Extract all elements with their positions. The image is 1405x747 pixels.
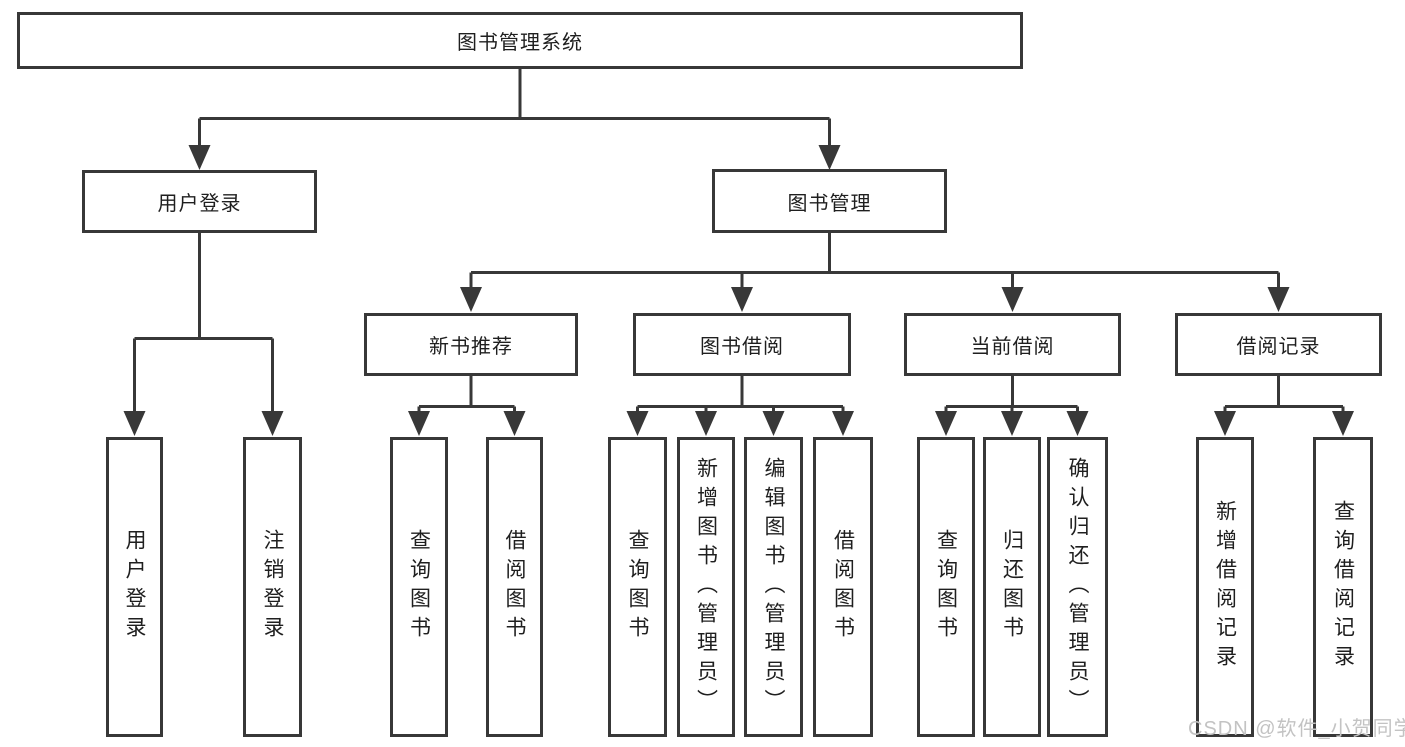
- arrowheads-new-book-branch: [408, 411, 526, 436]
- leaf-add-borrow-record: 新增借阅记录: [1196, 437, 1254, 737]
- leaf-query-books-borrow: 查询图书: [608, 437, 667, 737]
- leaf-query-books-borrow-label: 查询图书: [626, 529, 649, 645]
- leaf-edit-book-admin-label: 编辑图书（管理员）: [762, 456, 785, 718]
- arrowheads-level2: [188, 145, 841, 170]
- leaf-query-books-recommend: 查询图书: [390, 437, 448, 737]
- leaf-query-books-recommend-label: 查询图书: [407, 529, 431, 645]
- leaf-logout: 注销登录: [243, 437, 302, 737]
- node-current-borrow: 当前借阅: [904, 313, 1121, 376]
- arrowheads-borrow-records-branch: [1214, 411, 1354, 436]
- leaf-add-book-admin-label: 新增图书（管理员）: [694, 456, 718, 718]
- node-user-login: 用户登录: [82, 170, 317, 233]
- arrowheads-book-borrow-branch: [626, 411, 854, 436]
- connector-root-to-level2: [198, 67, 831, 151]
- connector-new-book-branch: [417, 374, 516, 417]
- leaf-query-borrow-record: 查询借阅记录: [1313, 437, 1373, 737]
- node-book-borrow: 图书借阅: [633, 313, 851, 376]
- connector-book-mgmt-branch: [469, 231, 1280, 293]
- leaf-borrow-books-recommend: 借阅图书: [486, 437, 543, 737]
- leaf-add-borrow-record-label: 新增借阅记录: [1213, 500, 1237, 674]
- connector-current-borrow-branch: [944, 374, 1079, 417]
- connector-book-borrow-branch: [636, 374, 845, 417]
- arrowheads-current-borrow-branch: [935, 411, 1089, 436]
- leaf-query-books-current: 查询图书: [917, 437, 975, 737]
- node-new-book-recommend: 新书推荐: [364, 313, 578, 376]
- node-book-management: 图书管理: [712, 169, 947, 233]
- leaf-confirm-return-admin-label: 确认归还（管理员）: [1066, 456, 1089, 718]
- connector-borrow-records-branch: [1223, 374, 1345, 417]
- node-library-system: 图书管理系统: [17, 12, 1023, 69]
- csdn-watermark: CSDN @软件_小贺同学: [1188, 718, 1405, 740]
- leaf-logout-label: 注销登录: [261, 529, 284, 645]
- leaf-return-book-label: 归还图书: [1000, 529, 1024, 645]
- leaf-user-login: 用户登录: [106, 437, 163, 737]
- leaf-borrow-books-recommend-label: 借阅图书: [503, 529, 526, 645]
- leaf-query-books-current-label: 查询图书: [934, 529, 958, 645]
- leaf-borrow-books: 借阅图书: [813, 437, 873, 737]
- arrowheads-user-login-branch: [123, 411, 284, 436]
- arrowheads-book-mgmt-branch: [460, 287, 1290, 312]
- leaf-return-book: 归还图书: [983, 437, 1041, 737]
- leaf-add-book-admin: 新增图书（管理员）: [677, 437, 735, 737]
- leaf-borrow-books-label: 借阅图书: [831, 529, 855, 645]
- connector-user-login-branch: [133, 231, 274, 417]
- leaf-confirm-return-admin: 确认归还（管理员）: [1047, 437, 1108, 737]
- node-borrow-records: 借阅记录: [1175, 313, 1382, 376]
- leaf-user-login-label: 用户登录: [123, 529, 146, 645]
- leaf-query-borrow-record-label: 查询借阅记录: [1331, 500, 1355, 674]
- leaf-edit-book-admin: 编辑图书（管理员）: [744, 437, 803, 737]
